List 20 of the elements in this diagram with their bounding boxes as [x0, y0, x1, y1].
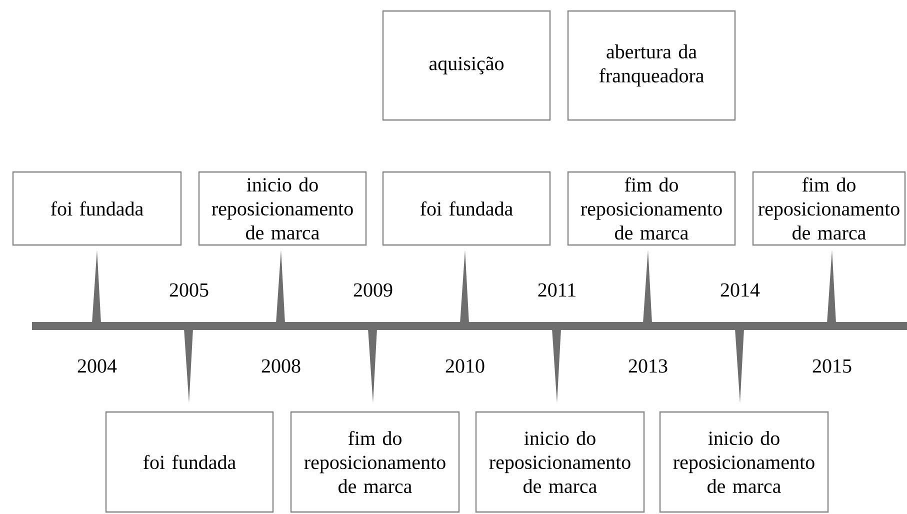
year-label: 2010: [446, 359, 484, 373]
event-box: foi fundada: [105, 411, 274, 513]
year-label: 2009: [354, 283, 392, 297]
year-label: 2015: [812, 359, 852, 373]
event-box: inicio do reposicionamento de marca: [198, 171, 367, 246]
event-box: fim do reposicionamento de marca: [290, 411, 460, 513]
year-label: 2013: [628, 359, 668, 373]
year-label: 2005: [170, 283, 208, 297]
event-box: abertura da franqueadora: [567, 10, 736, 121]
event-box: foi fundada: [382, 171, 551, 246]
year-label: 2014: [720, 283, 760, 297]
year-label: 2004: [78, 359, 117, 373]
year-label: 2008: [262, 359, 300, 373]
event-box: fim do reposicionamento de marca: [567, 171, 736, 246]
event-box: inicio do reposicionamento de marca: [475, 411, 645, 513]
event-box: aquisição: [382, 10, 551, 121]
event-box: fim do reposicionamento de marca: [752, 171, 906, 246]
year-label: 2011: [538, 283, 576, 297]
event-box: inicio do reposicionamento de marca: [659, 411, 829, 513]
event-box: foi fundada: [12, 171, 182, 246]
